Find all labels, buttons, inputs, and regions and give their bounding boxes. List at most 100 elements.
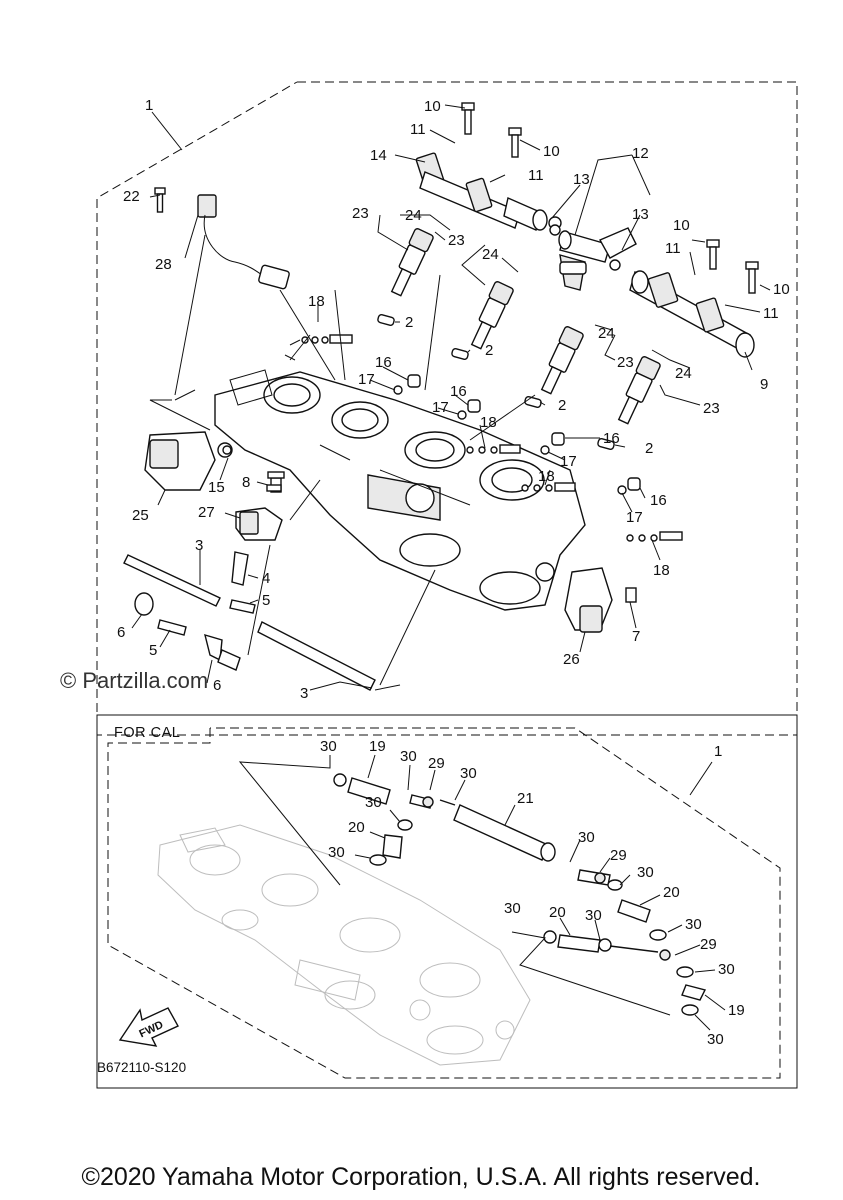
callout-10: 10 [543,143,560,160]
callout-22: 22 [123,188,140,205]
callout-16: 16 [603,430,620,447]
callout-30: 30 [685,916,702,933]
callout-23: 23 [352,205,369,222]
fuel-rail-left [415,152,562,231]
callout-20: 20 [663,884,680,901]
callout-7: 7 [632,628,640,645]
bolts [154,102,759,294]
callout-18: 18 [653,562,670,579]
callout-2: 2 [645,440,653,457]
callout-23: 23 [617,354,634,371]
section-label: FOR CAL [114,725,180,741]
callout-6: 6 [117,624,125,641]
callout-13: 13 [632,206,649,223]
upper-assembly-frame [96,81,798,736]
callout-17: 17 [358,371,375,388]
callout-12: 12 [632,145,649,162]
callout-16: 16 [450,383,467,400]
fuel-joint [549,224,637,291]
small-fittings [222,334,683,542]
callout-17: 17 [560,453,577,470]
callout-17: 17 [432,399,449,416]
lower-leaders [238,754,726,1031]
callout-1: 1 [145,97,153,114]
lower-hoses [333,773,707,1016]
callout-2: 2 [405,314,413,331]
callout-2: 2 [558,397,566,414]
callout-3: 3 [300,685,308,702]
callout-30: 30 [328,844,345,861]
callout-24: 24 [675,365,692,382]
callout-3: 3 [195,537,203,554]
callout-10: 10 [424,98,441,115]
callout-19: 19 [369,738,386,755]
callout-13: 13 [573,171,590,188]
callout-9: 9 [760,376,768,393]
throttle-body-assembly [214,369,586,611]
lower-section-frame: FOR CAL [96,714,798,1089]
callout-30: 30 [578,829,595,846]
callout-11: 11 [665,240,681,257]
callout-21: 21 [517,790,534,807]
callout-8: 8 [242,474,250,491]
callout-29: 29 [428,755,445,772]
injectors [390,228,661,425]
callout-29: 29 [700,936,717,953]
upper-leaders [131,104,771,691]
callout-4: 4 [262,570,270,587]
callout-30: 30 [718,961,735,978]
callout-6: 6 [213,677,221,694]
callout-14: 14 [370,147,387,164]
watermark: © Partzilla.com [60,668,208,693]
callout-30: 30 [320,738,337,755]
callout-26: 26 [563,651,580,668]
fuel-rail-right [629,270,755,358]
callout-16: 16 [375,354,392,371]
callout-24: 24 [482,246,499,263]
callout-5: 5 [262,592,270,609]
callout-11: 11 [410,121,426,138]
callout-24: 24 [598,325,615,342]
copyright-notice: ©2020 Yamaha Motor Corporation, U.S.A. A… [82,1163,761,1191]
seals [377,314,615,450]
callout-11: 11 [763,305,779,322]
callout-18: 18 [538,468,555,485]
fwd-arrow-icon: FWD [118,1007,179,1047]
callout-2: 2 [485,342,493,359]
callout-23: 23 [703,400,720,417]
callout-24: 24 [405,207,422,224]
callout-15: 15 [208,479,225,496]
callout-30: 30 [707,1031,724,1048]
callout-5: 5 [149,642,157,659]
sensor-26 [564,567,637,633]
callout-16: 16 [650,492,667,509]
callout-11: 11 [528,167,544,184]
callout-19: 19 [728,1002,745,1019]
callout-1: 1 [714,743,722,760]
callout-30: 30 [504,900,521,917]
hoses-upper [123,551,376,691]
callout-30: 30 [637,864,654,881]
callout-20: 20 [549,904,566,921]
reference-code: B672110-S120 [97,1060,186,1075]
sensor-lead [197,194,290,290]
callout-10: 10 [773,281,790,298]
callout-23: 23 [448,232,465,249]
callout-10: 10 [673,217,690,234]
callout-20: 20 [348,819,365,836]
callout-28: 28 [155,256,172,273]
callout-30: 30 [460,765,477,782]
upper-callouts: 1 10 11 10 14 11 12 13 13 22 23 24 23 10… [117,97,790,702]
callout-18: 18 [480,414,497,431]
callout-29: 29 [610,847,627,864]
callout-18: 18 [308,293,325,310]
sensor-25 [144,431,233,491]
callout-30: 30 [400,748,417,765]
ghost-throttle-body [157,824,531,1066]
callout-30: 30 [365,794,382,811]
callout-17: 17 [626,509,643,526]
callout-27: 27 [198,504,215,521]
callout-25: 25 [132,507,149,524]
callout-30: 30 [585,907,602,924]
